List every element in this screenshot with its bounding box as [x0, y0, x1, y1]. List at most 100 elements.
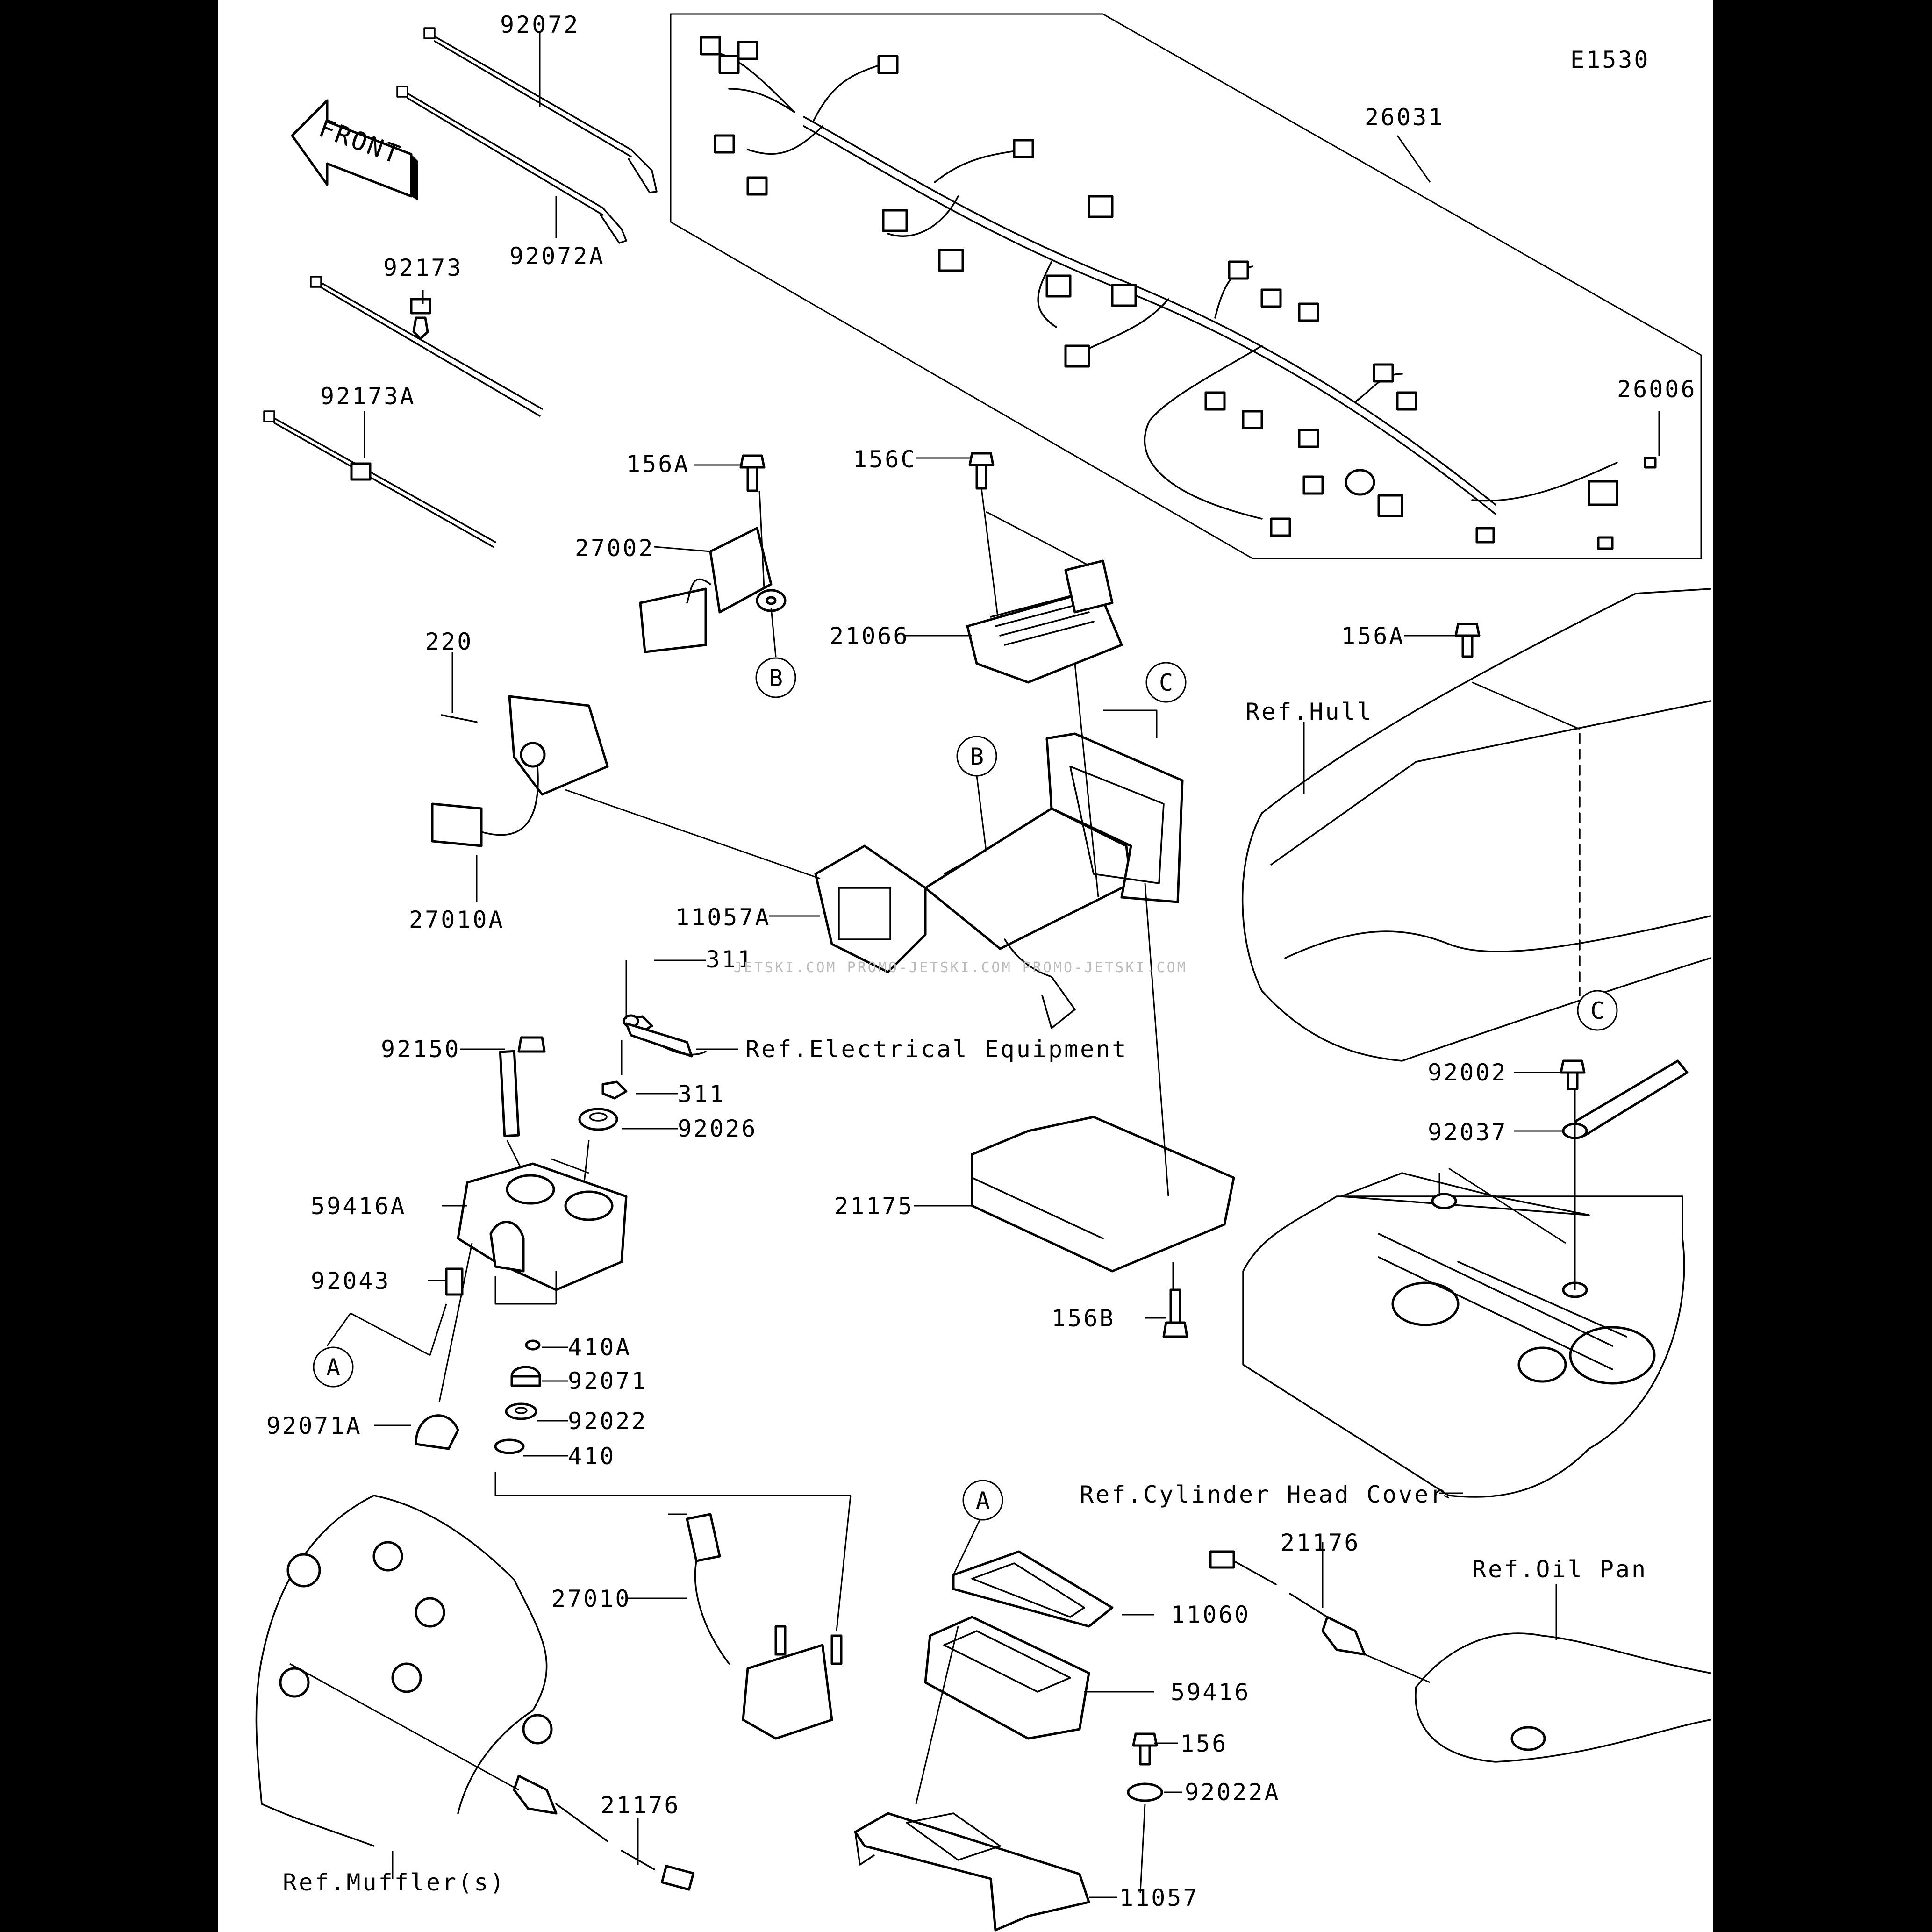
- callout-11057A: 11057A: [675, 904, 771, 931]
- callout-92150: 92150: [381, 1036, 461, 1063]
- strap-92037: [1562, 1059, 1689, 1139]
- gasket-11060: [952, 1550, 1114, 1628]
- svg-text:A: A: [326, 1354, 342, 1381]
- bolt-156A-hull: [1454, 623, 1481, 658]
- ref-oil-pan: Ref.Oil Pan: [1472, 1556, 1647, 1583]
- bolt-156B: [1162, 1288, 1188, 1338]
- marker-a2: A: [962, 1480, 1003, 1521]
- regulator-21066: [966, 559, 1123, 684]
- marker-c2: C: [1577, 990, 1618, 1031]
- collar-92043: [445, 1267, 464, 1296]
- callout-21066: 21066: [830, 623, 909, 650]
- grommet-92071: [510, 1366, 541, 1387]
- callout-92022A: 92022A: [1185, 1779, 1281, 1806]
- marker-c1: C: [1145, 662, 1187, 703]
- cable-tie-92072A: [396, 86, 627, 244]
- ref-cylinder-head: Ref.Cylinder Head Cover: [1080, 1481, 1446, 1508]
- terminal-lead: [623, 1014, 707, 1058]
- svg-text:B: B: [769, 665, 785, 692]
- callout-92037: 92037: [1428, 1119, 1508, 1146]
- callout-92026: 92026: [678, 1115, 758, 1142]
- bolt-156C: [968, 452, 995, 490]
- svg-text:C: C: [1590, 997, 1606, 1024]
- cap-92071A: [415, 1414, 459, 1450]
- callout-27002: 27002: [575, 535, 655, 562]
- bolt-156: [1132, 1732, 1158, 1766]
- cable-tie-92173A: [263, 410, 496, 548]
- washer-410A: [525, 1339, 541, 1351]
- callout-156A-top: 156A: [626, 451, 690, 478]
- callout-311-a: 311: [706, 946, 753, 973]
- callout-59416A: 59416A: [311, 1193, 407, 1220]
- reference-labels: Ref.Hull Ref.Electrical Equipment Ref.Cy…: [283, 698, 1647, 1896]
- callout-21175: 21175: [834, 1193, 914, 1220]
- callout-11057: 11057: [1119, 1884, 1199, 1911]
- callout-26006: 26006: [1617, 376, 1697, 403]
- callout-59416: 59416: [1171, 1679, 1251, 1706]
- callout-410A: 410A: [568, 1334, 631, 1361]
- front-arrow-icon: FRONT: [291, 99, 418, 201]
- oil-pan-reference: [1415, 1632, 1711, 1763]
- washer-410: [494, 1438, 525, 1454]
- ref-electrical: Ref.Electrical Equipment: [745, 1036, 1128, 1063]
- callout-92043: 92043: [311, 1267, 391, 1295]
- marker-a1: A: [313, 1346, 354, 1388]
- callout-92072: 92072: [500, 11, 580, 38]
- relay-27002: [639, 527, 787, 653]
- callout-26031: 26031: [1365, 104, 1445, 131]
- holder-59416A: [457, 1162, 628, 1291]
- callout-156C: 156C: [853, 446, 916, 473]
- callout-27010A: 27010A: [409, 906, 505, 933]
- svg-text:B: B: [970, 743, 986, 770]
- cable-tie-92173: [310, 276, 543, 417]
- diagram-sheet: [218, 0, 1713, 1932]
- callout-92173A: 92173A: [320, 383, 416, 410]
- marker-b2: B: [956, 736, 997, 777]
- ref-muffler: Ref.Muffler(s): [283, 1869, 506, 1896]
- callout-21176-right: 21176: [1281, 1529, 1360, 1556]
- callout-92071: 92071: [568, 1367, 648, 1395]
- nut-311-b: [601, 1080, 628, 1100]
- ref-hull: Ref.Hull: [1245, 698, 1373, 725]
- callout-labels: 92072 92072A 92173 92173A 26031 26006 15…: [266, 11, 1697, 1911]
- callout-220: 220: [425, 628, 473, 655]
- watermark: JETSKI.COM PROMO-JETSKI.COM PROMO-JETSKI…: [734, 959, 1188, 976]
- holder-59416: [924, 1616, 1090, 1740]
- bracket-11057A: [814, 732, 1184, 1029]
- hull-reference: [1241, 588, 1711, 1062]
- ecu-21175: [971, 1116, 1235, 1273]
- callout-156B: 156B: [1052, 1305, 1115, 1332]
- callout-92022: 92022: [568, 1408, 648, 1435]
- marker-b1: B: [755, 657, 796, 698]
- washer-92022: [505, 1402, 537, 1420]
- callout-92071A: 92071A: [266, 1412, 362, 1439]
- callout-21176-bottom: 21176: [601, 1792, 680, 1819]
- sensor-21176-bottom: [513, 1775, 695, 1891]
- switch-27010: [686, 1513, 843, 1740]
- callout-92072A: 92072A: [509, 243, 605, 270]
- muffler-reference: [255, 1495, 553, 1847]
- callout-27010: 27010: [551, 1585, 631, 1612]
- sensor-27010A: [431, 695, 609, 847]
- svg-text:C: C: [1159, 669, 1175, 696]
- cable-tie-92072: [423, 27, 658, 193]
- bolt-92150: [499, 1036, 546, 1138]
- grommet-92026: [578, 1108, 618, 1131]
- main-harness-26031: [670, 13, 1702, 559]
- diagram-id: E1530: [1570, 46, 1650, 73]
- callout-92173: 92173: [383, 254, 463, 281]
- bolt-156A: [739, 454, 766, 492]
- callout-11060: 11060: [1171, 1601, 1251, 1628]
- bolt-92002: [1560, 1059, 1586, 1090]
- svg-text:A: A: [976, 1487, 992, 1514]
- cylinder-head-cover-reference: [1242, 1172, 1685, 1498]
- washer-92022A: [1127, 1782, 1163, 1802]
- sensor-21176-right: [1209, 1550, 1366, 1656]
- leader-lines: [289, 33, 1660, 1898]
- callout-410: 410: [568, 1443, 615, 1470]
- callout-156A-hull: 156A: [1341, 623, 1405, 650]
- bracket-11057: [854, 1812, 1090, 1932]
- callout-92002: 92002: [1428, 1059, 1508, 1086]
- callout-156: 156: [1180, 1730, 1228, 1757]
